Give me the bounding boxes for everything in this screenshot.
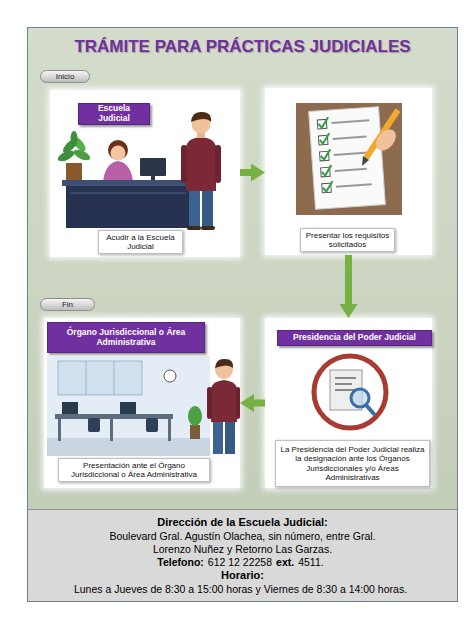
flow-arrow	[252, 400, 265, 407]
header-label: Órgano Jurisdiccional o Área Administrat…	[47, 322, 205, 353]
info-text: Boulevard Gral. Agustín Olachea, sin núm…	[93, 530, 393, 556]
pill-label: Inicio	[41, 71, 89, 82]
start-pill: Inicio	[40, 70, 90, 83]
process-box: Presentar los requisitos solicitados	[265, 88, 432, 255]
end-pill: Fin	[40, 298, 95, 311]
text-line: Lunes a Jueves de 8:30 a 15:00 horas y V…	[28, 583, 457, 596]
info-heading: Horario:	[221, 569, 264, 581]
diagram-title: TRÁMITE PARA PRÁCTICAS JUDICIALES	[27, 37, 458, 57]
caption-text: Presentar los requisitos solicitados	[300, 228, 395, 252]
info-text: 612 12 22258	[208, 556, 272, 568]
text-line: Boulevard Gral. Agustín Olachea, sin núm…	[28, 530, 457, 556]
caption-text: La Presidencia del Poder Judicial realiz…	[275, 440, 430, 487]
info-heading: Dirección de la Escuela Judicial:	[157, 516, 328, 528]
process-box: Presidencia del Poder Judicial La Preside…	[265, 318, 432, 488]
info-band: Dirección de la Escuela Judicial: Bouleva…	[28, 509, 457, 601]
caption-text: Acudir a la Escuela Judicial	[98, 230, 183, 254]
text-line: Telefono: 612 12 22258 ext. 4511.	[28, 556, 457, 569]
process-box: Escuela JudicialAcudir a la Escuela Judi…	[50, 90, 240, 257]
info-text: 4511.	[298, 556, 324, 568]
flow-arrow	[345, 255, 352, 306]
text-line: Horario:	[28, 569, 457, 583]
text-line: Dirección de la Escuela Judicial:	[28, 516, 457, 530]
info-text: Lunes a Jueves de 8:30 a 15:00 horas y V…	[74, 583, 407, 595]
info-label: ext.	[276, 556, 294, 568]
flow-arrow	[240, 169, 253, 176]
info-label: Telefono:	[157, 556, 203, 568]
process-box: Órgano Jurisdiccional o Área Administrat…	[44, 318, 240, 488]
pill-label: Fin	[41, 299, 94, 310]
header-label: Presidencia del Poder Judicial	[277, 330, 432, 346]
header-label: Escuela Judicial	[78, 103, 150, 125]
caption-text: Presentación ante el Órgano Jurisdiccion…	[58, 458, 210, 482]
